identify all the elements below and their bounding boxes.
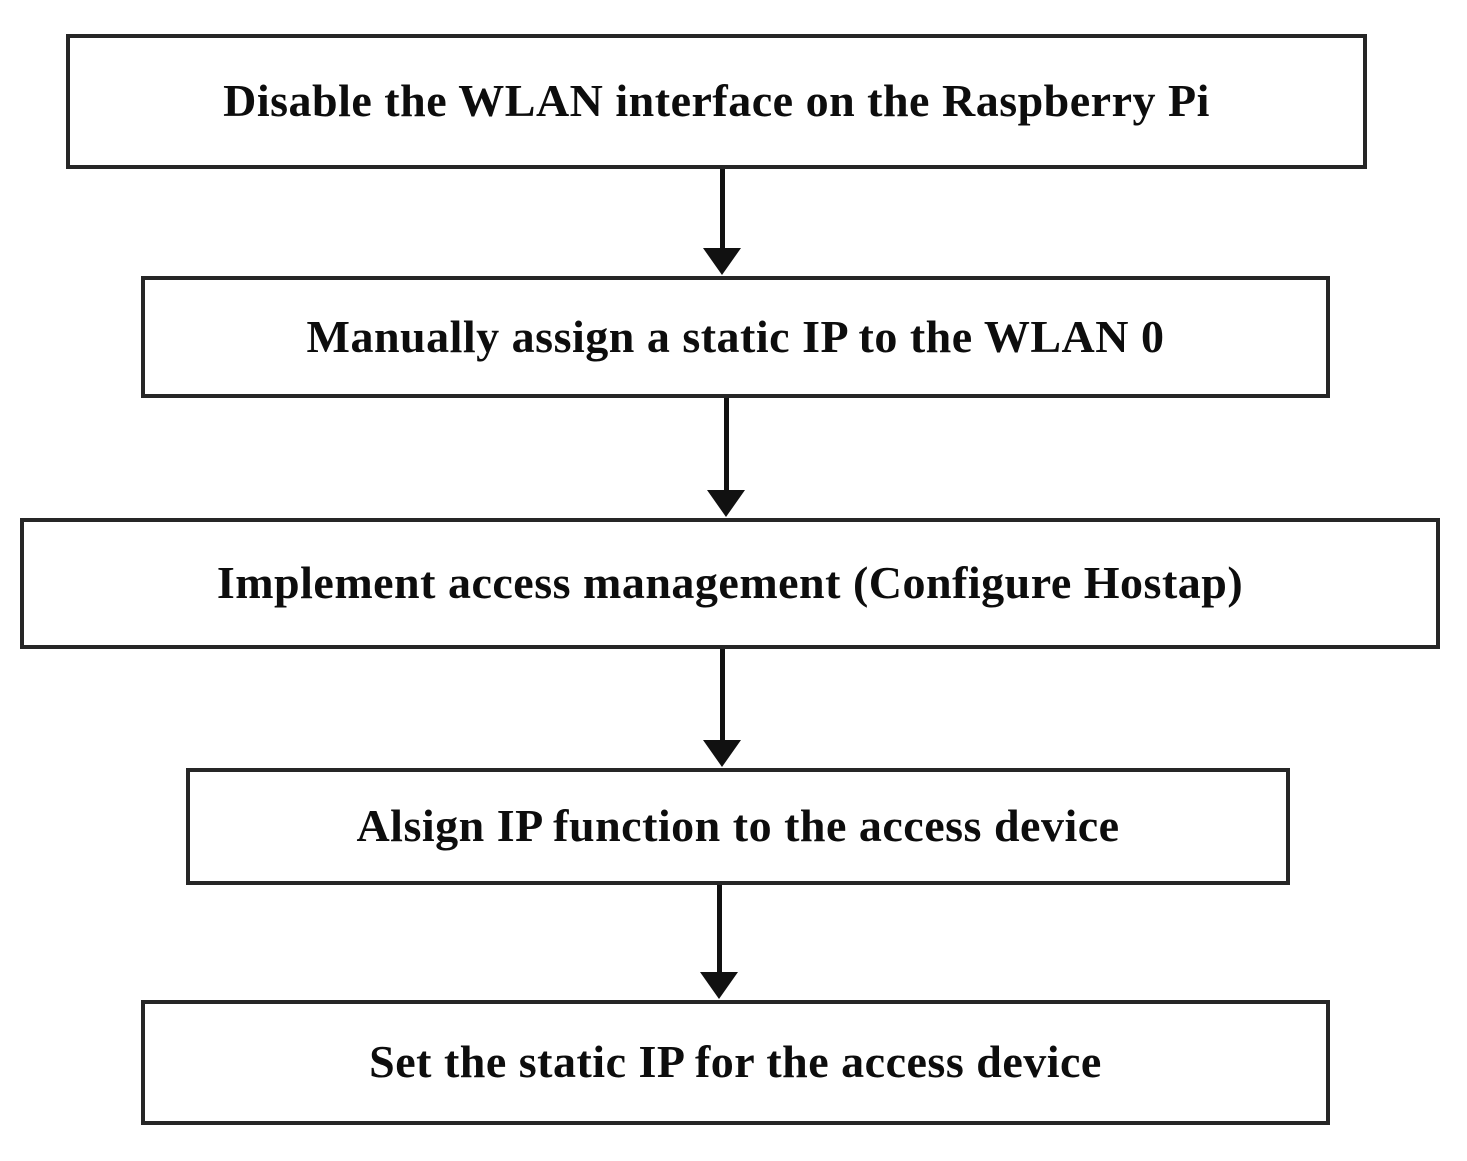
down-arrow-icon — [699, 885, 739, 999]
arrow-head — [700, 972, 738, 999]
flow-step-label: Alsign IP function to the access device — [356, 800, 1120, 852]
flow-step-access-management: Implement access management (Configure H… — [20, 518, 1440, 649]
arrow-stem — [716, 885, 722, 972]
arrow-stem — [723, 398, 729, 490]
flow-step-disable-wlan: Disable the WLAN interface on the Raspbe… — [66, 34, 1367, 169]
arrow-stem — [719, 169, 725, 248]
flow-step-label: Manually assign a static IP to the WLAN … — [306, 310, 1165, 362]
arrow-head — [707, 490, 745, 517]
arrow-stem — [719, 649, 725, 740]
flow-step-assign-static-ip-wlan0: Manually assign a static IP to the WLAN … — [141, 276, 1330, 398]
down-arrow-icon — [706, 398, 746, 517]
arrow-head — [703, 248, 741, 275]
down-arrow-icon — [702, 649, 742, 767]
flow-step-label: Set the static IP for the access device — [369, 1036, 1102, 1088]
flow-step-label: Implement access management (Configure H… — [216, 557, 1244, 609]
flow-step-label: Disable the WLAN interface on the Raspbe… — [223, 75, 1210, 127]
arrow-head — [703, 740, 741, 767]
down-arrow-icon — [702, 169, 742, 275]
flow-step-assign-ip-function: Alsign IP function to the access device — [186, 768, 1290, 885]
flow-step-set-static-ip-access-device: Set the static IP for the access device — [141, 1000, 1330, 1125]
